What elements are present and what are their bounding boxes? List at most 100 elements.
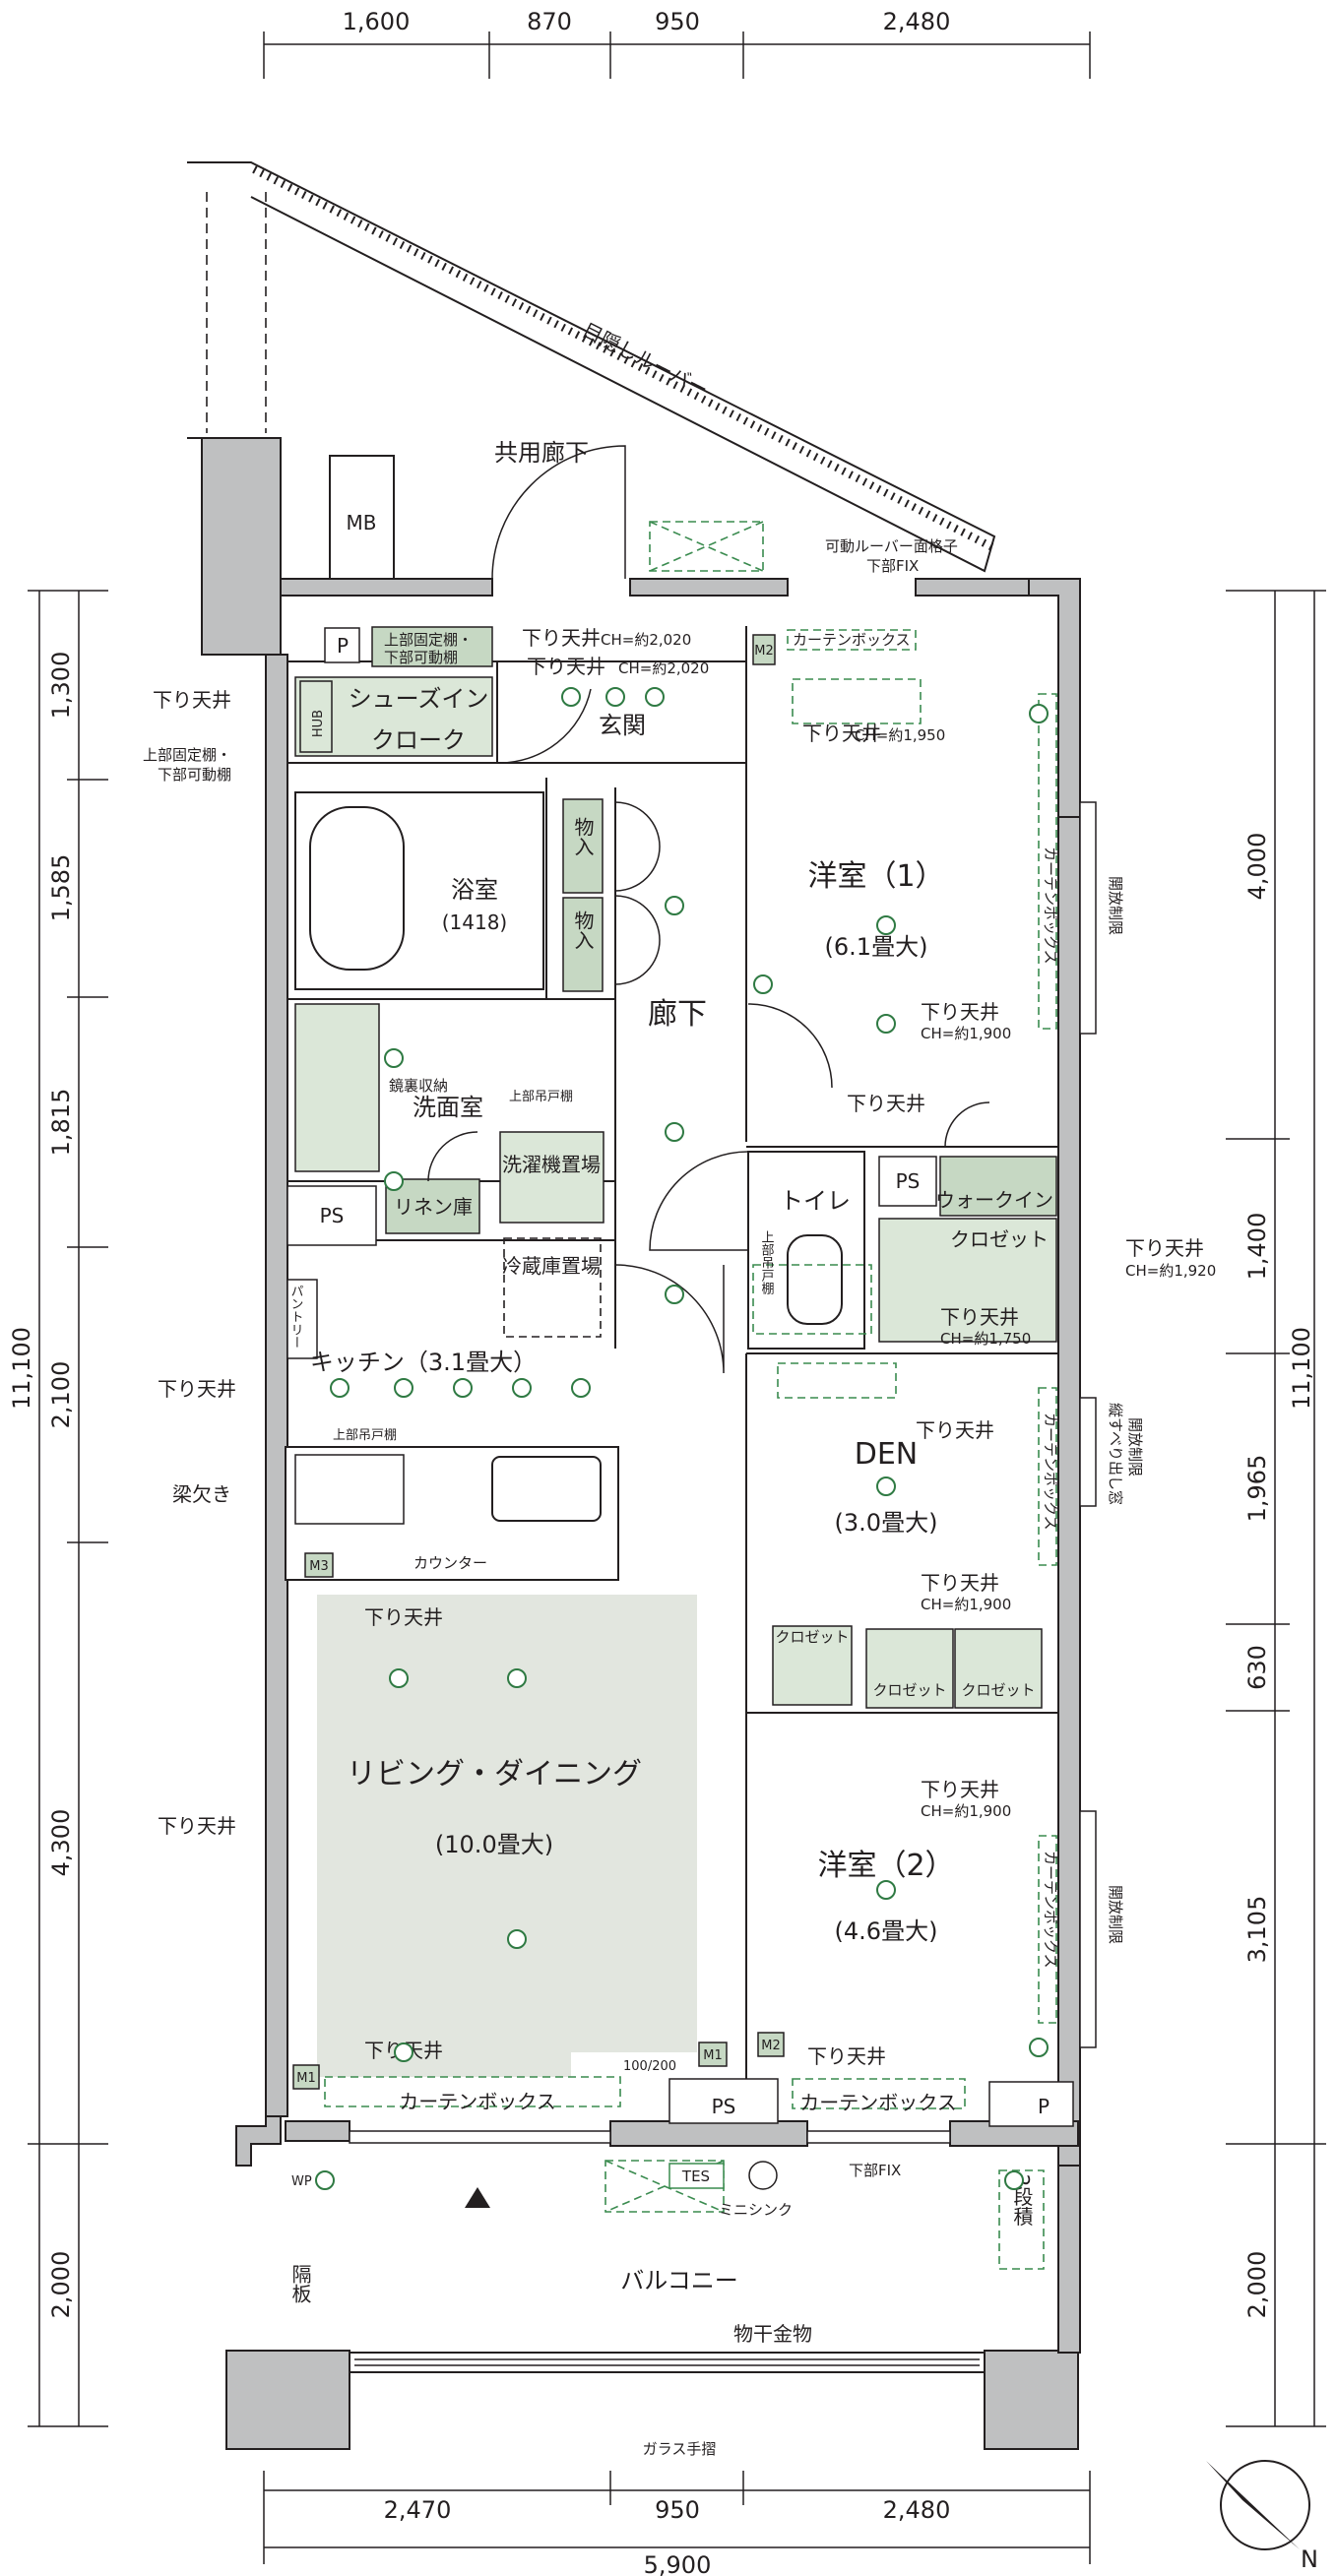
left-ceiling-1: 下り天井 xyxy=(153,688,231,712)
toilet-ceiling: 下り天井 xyxy=(940,1305,1019,1329)
partition-label: 隔板 xyxy=(288,2264,312,2303)
washroom-label: 洗面室 xyxy=(413,1094,483,1121)
dim-left-2: 1,585 xyxy=(47,854,75,922)
dim-right-4: 630 xyxy=(1243,1645,1271,1690)
entry-arrow-icon xyxy=(465,2187,490,2208)
slide-window-label: 縦すべり出し窓 xyxy=(1107,1403,1124,1505)
bathtub xyxy=(309,806,405,971)
dim-right-1: 4,000 xyxy=(1243,833,1271,901)
walkin-closet xyxy=(878,1218,1057,1343)
room1-ceiling-2: 下り天井 xyxy=(921,1000,999,1024)
glass-rail-label: ガラス手摺 xyxy=(643,2440,717,2458)
north-label: N xyxy=(1301,2545,1318,2573)
bath-size: (1418) xyxy=(442,911,508,934)
pantry-label: パントリー xyxy=(288,1285,304,1349)
shoes-in-label: シューズイン xyxy=(349,685,489,713)
open-limit-3: 開放制限 xyxy=(1107,1885,1124,1944)
room1-ch1900: CH=約1,900 xyxy=(921,1025,1011,1042)
right-dimension-line: 4,000 1,400 1,965 630 3,105 2,000 11,100 xyxy=(1226,590,1326,2427)
curtain-box-room2b: カーテンボックス xyxy=(799,2091,956,2114)
den-closet-label: クロゼット xyxy=(775,1628,849,1646)
den-ceiling-1: 下り天井 xyxy=(916,1418,994,1442)
den-ceiling-2: 下り天井 xyxy=(921,1571,999,1595)
entrance-door[interactable] xyxy=(491,445,626,580)
vanity xyxy=(294,1003,380,1172)
svg-text:M2: M2 xyxy=(761,2039,781,2053)
closet-b xyxy=(954,1628,1043,1709)
washer-space xyxy=(499,1131,604,1224)
louver: 目隠しルーバー xyxy=(187,161,996,573)
dim-bottom-1: 2,470 xyxy=(384,2496,452,2524)
den-closet xyxy=(772,1625,853,1706)
dim-left-3: 1,815 xyxy=(47,1089,75,1157)
curtain-box-den: カーテンボックス xyxy=(1042,1413,1059,1531)
toilet-ch1750: CH=約1,750 xyxy=(940,1330,1031,1348)
dim-right-5: 3,105 xyxy=(1243,1896,1271,1964)
dim-right-total: 11,100 xyxy=(1288,1327,1315,1410)
ps-box-3: PS xyxy=(712,2095,736,2118)
walkin-ceiling: 下り天井 xyxy=(1125,1236,1204,1260)
room1-ceiling-3: 下り天井 xyxy=(847,1092,925,1115)
ps-box-1: PS xyxy=(320,1204,345,1227)
open-limit-2: 開放制限 xyxy=(1126,1417,1144,1476)
corridor-label: 共用廊下 xyxy=(494,439,589,467)
dim-top-2: 870 xyxy=(527,8,572,35)
mb-label: MB xyxy=(347,511,377,534)
wp-label: WP xyxy=(291,2174,312,2189)
room2-ceiling-2: 下り天井 xyxy=(807,2044,886,2068)
kitchen-cabinet-label: 上部吊戸棚 xyxy=(333,1428,397,1443)
room2-label: 洋室（2） xyxy=(817,1849,954,1883)
lower-fix-label: 下部FIX xyxy=(849,2162,901,2179)
louver-fix2-label: 下部FIX xyxy=(866,557,919,575)
room1-label: 洋室（1） xyxy=(807,859,944,894)
toilet-bowl xyxy=(787,1234,843,1325)
dim-right-6: 2,000 xyxy=(1243,2251,1271,2319)
north-compass-icon: N xyxy=(1206,2460,1318,2573)
closet-b-label: クロゼット xyxy=(961,1681,1035,1699)
bath-label: 浴室 xyxy=(451,876,498,904)
living-left-ceiling: 下り天井 xyxy=(158,1814,236,1838)
left-dimension-line: 1,300 1,585 1,815 2,100 4,300 2,000 11,1… xyxy=(8,590,108,2427)
balcony-label: バルコニー xyxy=(620,2267,738,2294)
curtain-box-room1: カーテンボックス xyxy=(1042,847,1059,965)
entrance-label: 玄関 xyxy=(599,712,646,739)
louver-fix-label: 可動ルーバー面格子 xyxy=(825,537,958,555)
beam-label: 梁欠き xyxy=(172,1482,231,1506)
living-floor xyxy=(317,1595,697,2077)
living-size: (10.0畳大) xyxy=(435,1831,553,1858)
dim-top-4: 2,480 xyxy=(883,8,951,35)
dim-left-4: 2,100 xyxy=(47,1361,75,1429)
room1-ceiling-1: 下り天井 xyxy=(802,722,881,745)
room2-size: (4.6畳大) xyxy=(835,1917,938,1945)
walkin-label: ウォークイン xyxy=(935,1188,1053,1212)
kitchen-left-ceiling: 下り天井 xyxy=(158,1377,236,1401)
fridge-label: 冷蔵庫置場 xyxy=(502,1254,601,1278)
svg-text:M1: M1 xyxy=(703,2048,723,2063)
washer-label: 洗濯機置場 xyxy=(502,1153,601,1176)
curtain-box-1: カーテンボックス xyxy=(793,631,911,649)
den-ch1900: CH=約1,900 xyxy=(921,1596,1011,1613)
mini-sink xyxy=(748,2161,778,2190)
sink xyxy=(491,1456,602,1522)
open-limit-1: 開放制限 xyxy=(1107,876,1124,935)
closet-a xyxy=(865,1628,954,1709)
m2-tag-1 xyxy=(752,634,776,665)
left-upper-shelf: 上部固定棚・ xyxy=(143,746,231,764)
dim-left-1: 1,300 xyxy=(47,652,75,720)
upper-shelf-box xyxy=(371,626,493,667)
storage-1 xyxy=(562,798,604,894)
room1-ch1950: CH=約1,950 xyxy=(855,726,945,744)
closet-a-label: クロゼット xyxy=(872,1681,946,1699)
p-box-top: P xyxy=(337,634,349,658)
entrance-ch-1: CH=約2,020 xyxy=(601,631,691,649)
toilet-label: トイレ xyxy=(780,1187,851,1215)
dim-left-total: 11,100 xyxy=(8,1327,35,1410)
dim-bottom-2: 950 xyxy=(655,2496,700,2524)
top-dimension-line: 1,600 870 950 2,480 xyxy=(263,8,1091,79)
room1-size: (6.1畳大) xyxy=(825,933,928,961)
svg-text:M2: M2 xyxy=(754,644,774,659)
storage-1-label: 物入 xyxy=(571,817,595,856)
dim-left-6: 2,000 xyxy=(47,2251,75,2319)
lower-shelf-label: 下部可動棚 xyxy=(384,649,458,666)
